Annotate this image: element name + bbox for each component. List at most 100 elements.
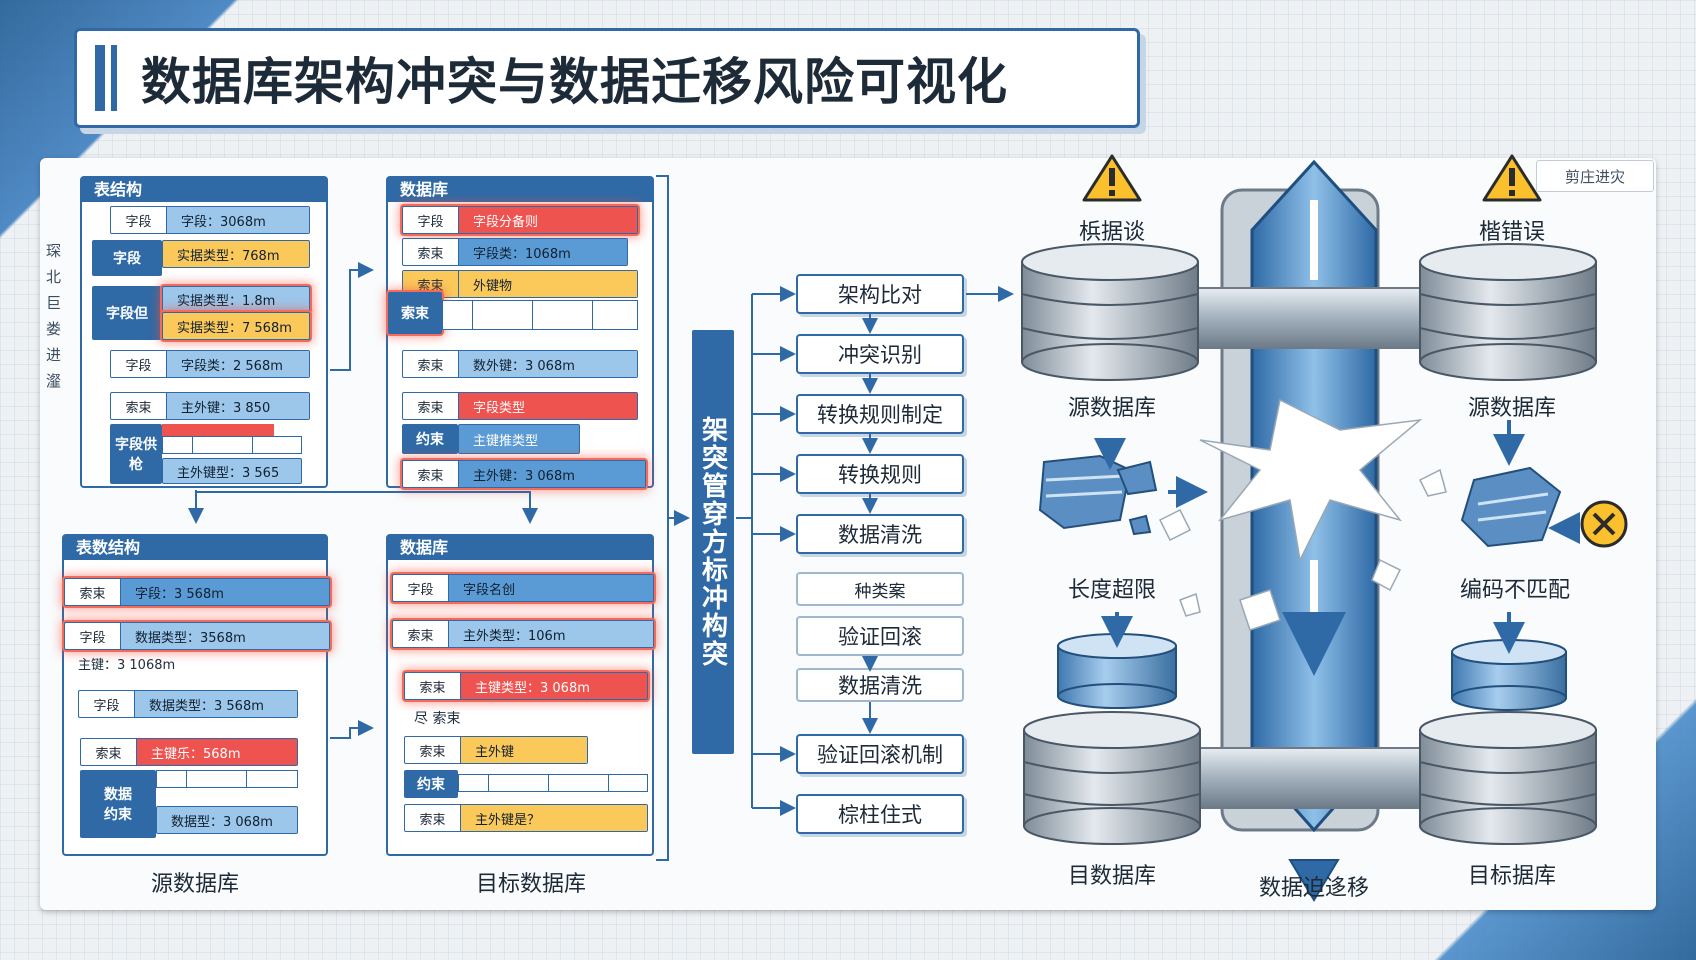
row-value: 主外类型：106m <box>449 621 653 647</box>
left-bottom-row-1: 字段 数据类型：3568m <box>64 622 330 650</box>
row-value: 主键推类型 <box>473 433 539 449</box>
row-value: 数据类型：3568m <box>121 623 329 649</box>
title-accent-bar <box>95 45 105 111</box>
warning-icon-right <box>1482 154 1542 202</box>
page-title: 数据库架构冲突与数据迁移风险可视化 <box>141 53 1008 111</box>
row-key: 索束 <box>111 393 167 419</box>
left-top-block-row-1: 实据类型：7 568m <box>162 312 310 340</box>
step-3: 转换规则 <box>796 454 964 494</box>
db-cylinder-mid-left <box>1057 633 1177 709</box>
step-0: 架构比对 <box>796 274 964 314</box>
card-header: 数据库 <box>388 178 652 202</box>
row-key: 字段 <box>403 207 459 233</box>
broken-blocks-left <box>1038 454 1158 536</box>
db-label-top-left: 源数据库 <box>1067 396 1156 421</box>
note-badge: 剪庄进灾 <box>1536 160 1654 192</box>
step-4: 数据清洗 <box>796 514 964 554</box>
row-value: 字段类型 <box>459 393 637 419</box>
warn-label-right: 楷错误 <box>1478 220 1545 245</box>
row-value: 实据类型：768m <box>177 248 280 264</box>
row-key: 索束 <box>403 461 459 487</box>
card-header: 数据库 <box>388 536 652 560</box>
left-top-red-strip <box>162 424 274 436</box>
step-8: 验证回滚机制 <box>796 734 964 774</box>
title-accent-bar-2 <box>111 45 117 111</box>
left-bottom-row-3: 索束 主键乐：568m <box>80 738 298 766</box>
row-value: 主外键型：3 565 <box>177 465 280 481</box>
mid-top-row-3: 索束 数外键：3 068m <box>402 350 638 378</box>
left-top-row-2: 字段 字段类：2 568m <box>110 350 310 378</box>
left-top-bottom-row: 主外键型：3 565 <box>162 458 302 484</box>
row-value: 实据类型：1.8m <box>177 293 276 309</box>
left-bottom-grid-strip <box>156 770 298 788</box>
row-key: 索束 <box>405 737 461 763</box>
left-top-row-3: 索束 主外键：3 850 <box>110 392 310 420</box>
mid-bottom-row-5: 索束 主外键是？ <box>404 804 648 832</box>
row-value: 字段类：2 568m <box>167 351 309 377</box>
db-label-top-right: 源数据库 <box>1467 396 1556 421</box>
warn-label-left: 梹据谈 <box>1078 220 1145 245</box>
card-header: 表结构 <box>82 178 326 202</box>
margin-text: 琛 北 巨 娄 进 瀣 <box>46 242 62 390</box>
conflict-banner: 架突管穿方标冲构突 <box>692 330 734 754</box>
left-top-row-1: 实据类型：768m <box>162 240 310 268</box>
db-cylinder-top-right <box>1419 243 1597 381</box>
card-header: 表数结构 <box>64 536 326 560</box>
step-2: 转换规则制定 <box>796 394 964 434</box>
mid-top-row-1: 索束 字段类：1068m <box>402 238 628 266</box>
row-value: 数外键：3 068m <box>459 351 637 377</box>
pipe-label: 数据迫迻移 <box>1258 876 1369 901</box>
row-key: 字段 <box>111 351 167 377</box>
left-top-block-2: 字段但 <box>92 286 162 340</box>
mid-bottom-small: 尽 索束 <box>414 711 461 727</box>
mid-bottom-row-1: 索束 主外类型：106m <box>392 620 654 648</box>
left-bottom-block: 数据 约束 <box>80 770 156 838</box>
left-top-block-1: 字段 <box>92 240 162 276</box>
row-key: 索束 <box>81 739 137 765</box>
left-bottom-row-2: 字段 数据类型：3 568m <box>78 690 298 718</box>
db-cylinder-bottom-left <box>1023 711 1201 845</box>
caption-source-db: 源数据库 <box>150 872 239 897</box>
row-value: 字段类：1068m <box>459 239 627 265</box>
error-x-icon <box>1580 500 1628 548</box>
left-top-grid-strip <box>162 436 302 454</box>
left-top-row-0: 字段 字段：3068m <box>110 206 310 234</box>
left-top-block-row-0: 实据类型：1.8m <box>162 286 310 312</box>
left-top-block-3: 字段供 枪 <box>110 424 162 484</box>
row-value: 数据型：3 068m <box>171 814 273 830</box>
db-cylinder-top-left <box>1021 243 1199 381</box>
mid-top-row-4: 索束 字段类型 <box>402 392 638 420</box>
db-label-bottom-right: 目标据库 <box>1467 864 1556 889</box>
db-cylinder-mid-right <box>1451 639 1567 711</box>
row-value: 字段名创 <box>449 575 653 601</box>
step-5: 种类案 <box>796 572 964 606</box>
mid-bottom-grid-strip <box>458 774 648 792</box>
mid-top-row-5: 索束 主外键：3 068m <box>402 460 646 488</box>
row-key: 索束 <box>393 621 449 647</box>
row-key: 字段 <box>111 207 167 233</box>
row-key: 索束 <box>405 673 461 699</box>
row-value: 数据类型：3 568m <box>135 691 297 717</box>
mid-top-block-2: 约束 <box>402 424 458 454</box>
row-value: 主外键：3 068m <box>459 461 645 487</box>
row-value: 主外键 <box>461 737 587 763</box>
row-key: 索束 <box>65 579 121 605</box>
mid-top-row-0: 字段 字段分备则 <box>402 206 638 234</box>
mid-bottom-row-0: 字段 字段名创 <box>392 574 654 602</box>
mid-bottom-row-3: 索束 主外键 <box>404 736 588 764</box>
row-key: 索束 <box>405 805 461 831</box>
row-value: 字段：3 568m <box>121 579 329 605</box>
row-value: 主键乐：568m <box>137 739 297 765</box>
db-cylinder-bottom-right <box>1419 711 1597 845</box>
row-value: 主键类型：3 068m <box>461 673 647 699</box>
right-arrows <box>1094 420 1580 654</box>
row-value: 实据类型：7 568m <box>177 320 292 336</box>
title-box: 数据库架构冲突与数据迁移风险可视化 <box>74 28 1140 128</box>
row-key: 索束 <box>403 239 459 265</box>
issue-label-left: 长度超限 <box>1067 578 1156 603</box>
connector-lines <box>188 175 1014 861</box>
left-bottom-extra: 主键：3 1068m <box>78 658 176 673</box>
step-6: 验证回滚 <box>796 616 964 656</box>
crack-burst <box>1158 398 1447 631</box>
